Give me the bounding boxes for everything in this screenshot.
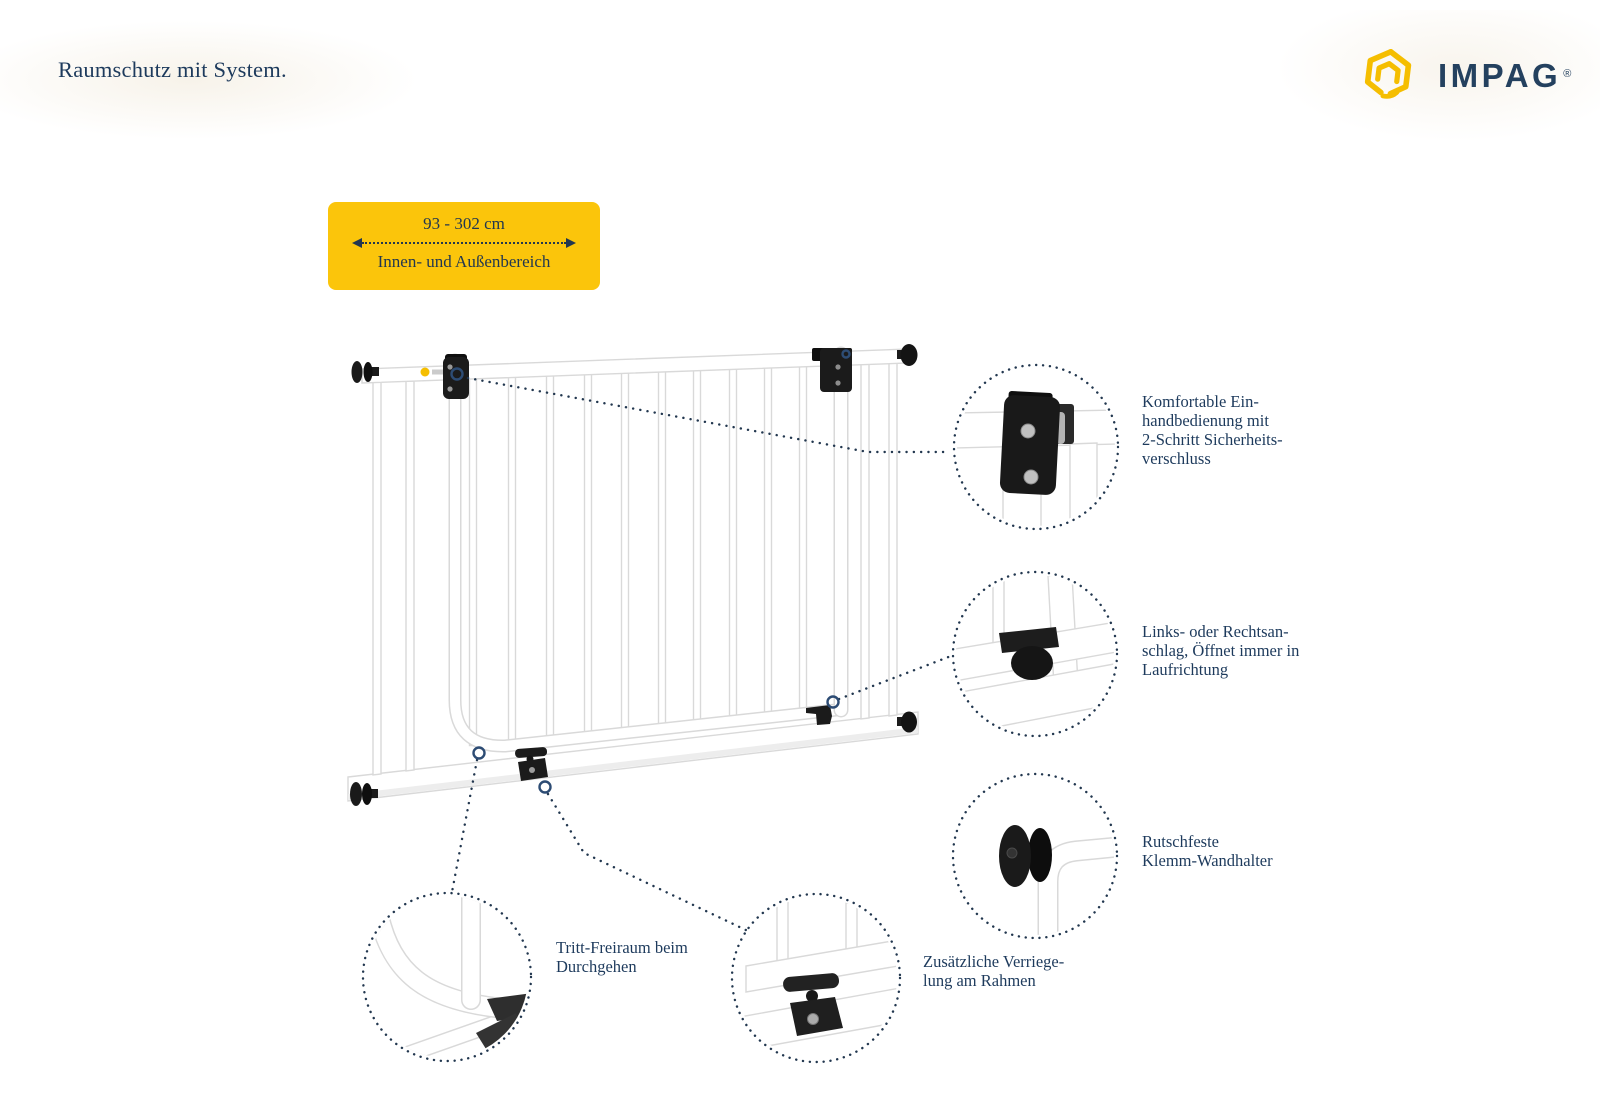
annotation-frame-lock: Zusätzliche Verriege- lung am Rahmen	[923, 952, 1065, 990]
marker-ring-hinge	[841, 349, 851, 359]
gate-handle	[443, 354, 469, 399]
annotation-hinge-direction: Links- oder Rechtsan- schlag, Öffnet imm…	[1142, 622, 1300, 679]
marker-ring-lock	[538, 780, 552, 794]
size-range-badge: 93 - 302 cm Innen- und Außenbereich	[328, 202, 600, 290]
wall-clamp-top-right	[897, 344, 918, 366]
usage-area-label: Innen- und Außenbereich	[377, 252, 551, 271]
annotation-handle: Komfortable Ein- handbedienung mit 2-Sch…	[1142, 392, 1283, 468]
gate-latch	[806, 705, 832, 725]
annotation-wall-clamp: Rutschfeste Klemm-Wandhalter	[1142, 832, 1273, 870]
marker-ring-handle	[450, 367, 464, 381]
gate-door-frame	[448, 346, 849, 753]
marker-ring-curve	[472, 746, 486, 760]
marker-ring-latch	[826, 695, 840, 709]
arrow-left-icon	[352, 238, 362, 248]
detail-circle-clamp	[951, 772, 1119, 940]
impag-hexagon-icon	[1364, 48, 1412, 99]
gate-brand-sticker	[420, 367, 445, 377]
gate-bar	[860, 363, 870, 720]
gate-door-bars	[468, 365, 808, 747]
detail-circle-handle	[952, 363, 1120, 531]
gate-hinge	[812, 348, 852, 392]
gate-bar	[405, 380, 415, 772]
width-range-label: 93 - 302 cm	[423, 214, 505, 233]
wall-clamp-bottom-left	[350, 782, 378, 806]
arrow-right-icon	[566, 238, 576, 248]
page-title: Raumschutz mit System.	[58, 57, 287, 82]
registered-trademark-symbol: ®	[1563, 68, 1572, 80]
gate-frame-lock	[515, 747, 548, 781]
brand-logo: IMPAG®	[1364, 45, 1571, 103]
detail-circle-lock	[730, 892, 902, 1064]
dotted-line	[362, 242, 566, 244]
detail-circle-step	[361, 891, 533, 1063]
wall-clamp-bottom-right	[897, 711, 917, 733]
double-arrow-icon	[352, 238, 576, 248]
annotation-step-clearance: Tritt-Freiraum beim Durchgehen	[556, 938, 688, 976]
gate-bar	[888, 362, 898, 717]
marker-rings	[450, 349, 851, 794]
gate-bar	[372, 381, 382, 776]
wall-clamp-top-left	[351, 361, 379, 383]
connector-lines	[450, 376, 953, 934]
detail-circle-latch	[951, 570, 1119, 738]
safety-gate-illustration	[347, 344, 919, 806]
brand-wordmark: IMPAG	[1438, 57, 1562, 94]
